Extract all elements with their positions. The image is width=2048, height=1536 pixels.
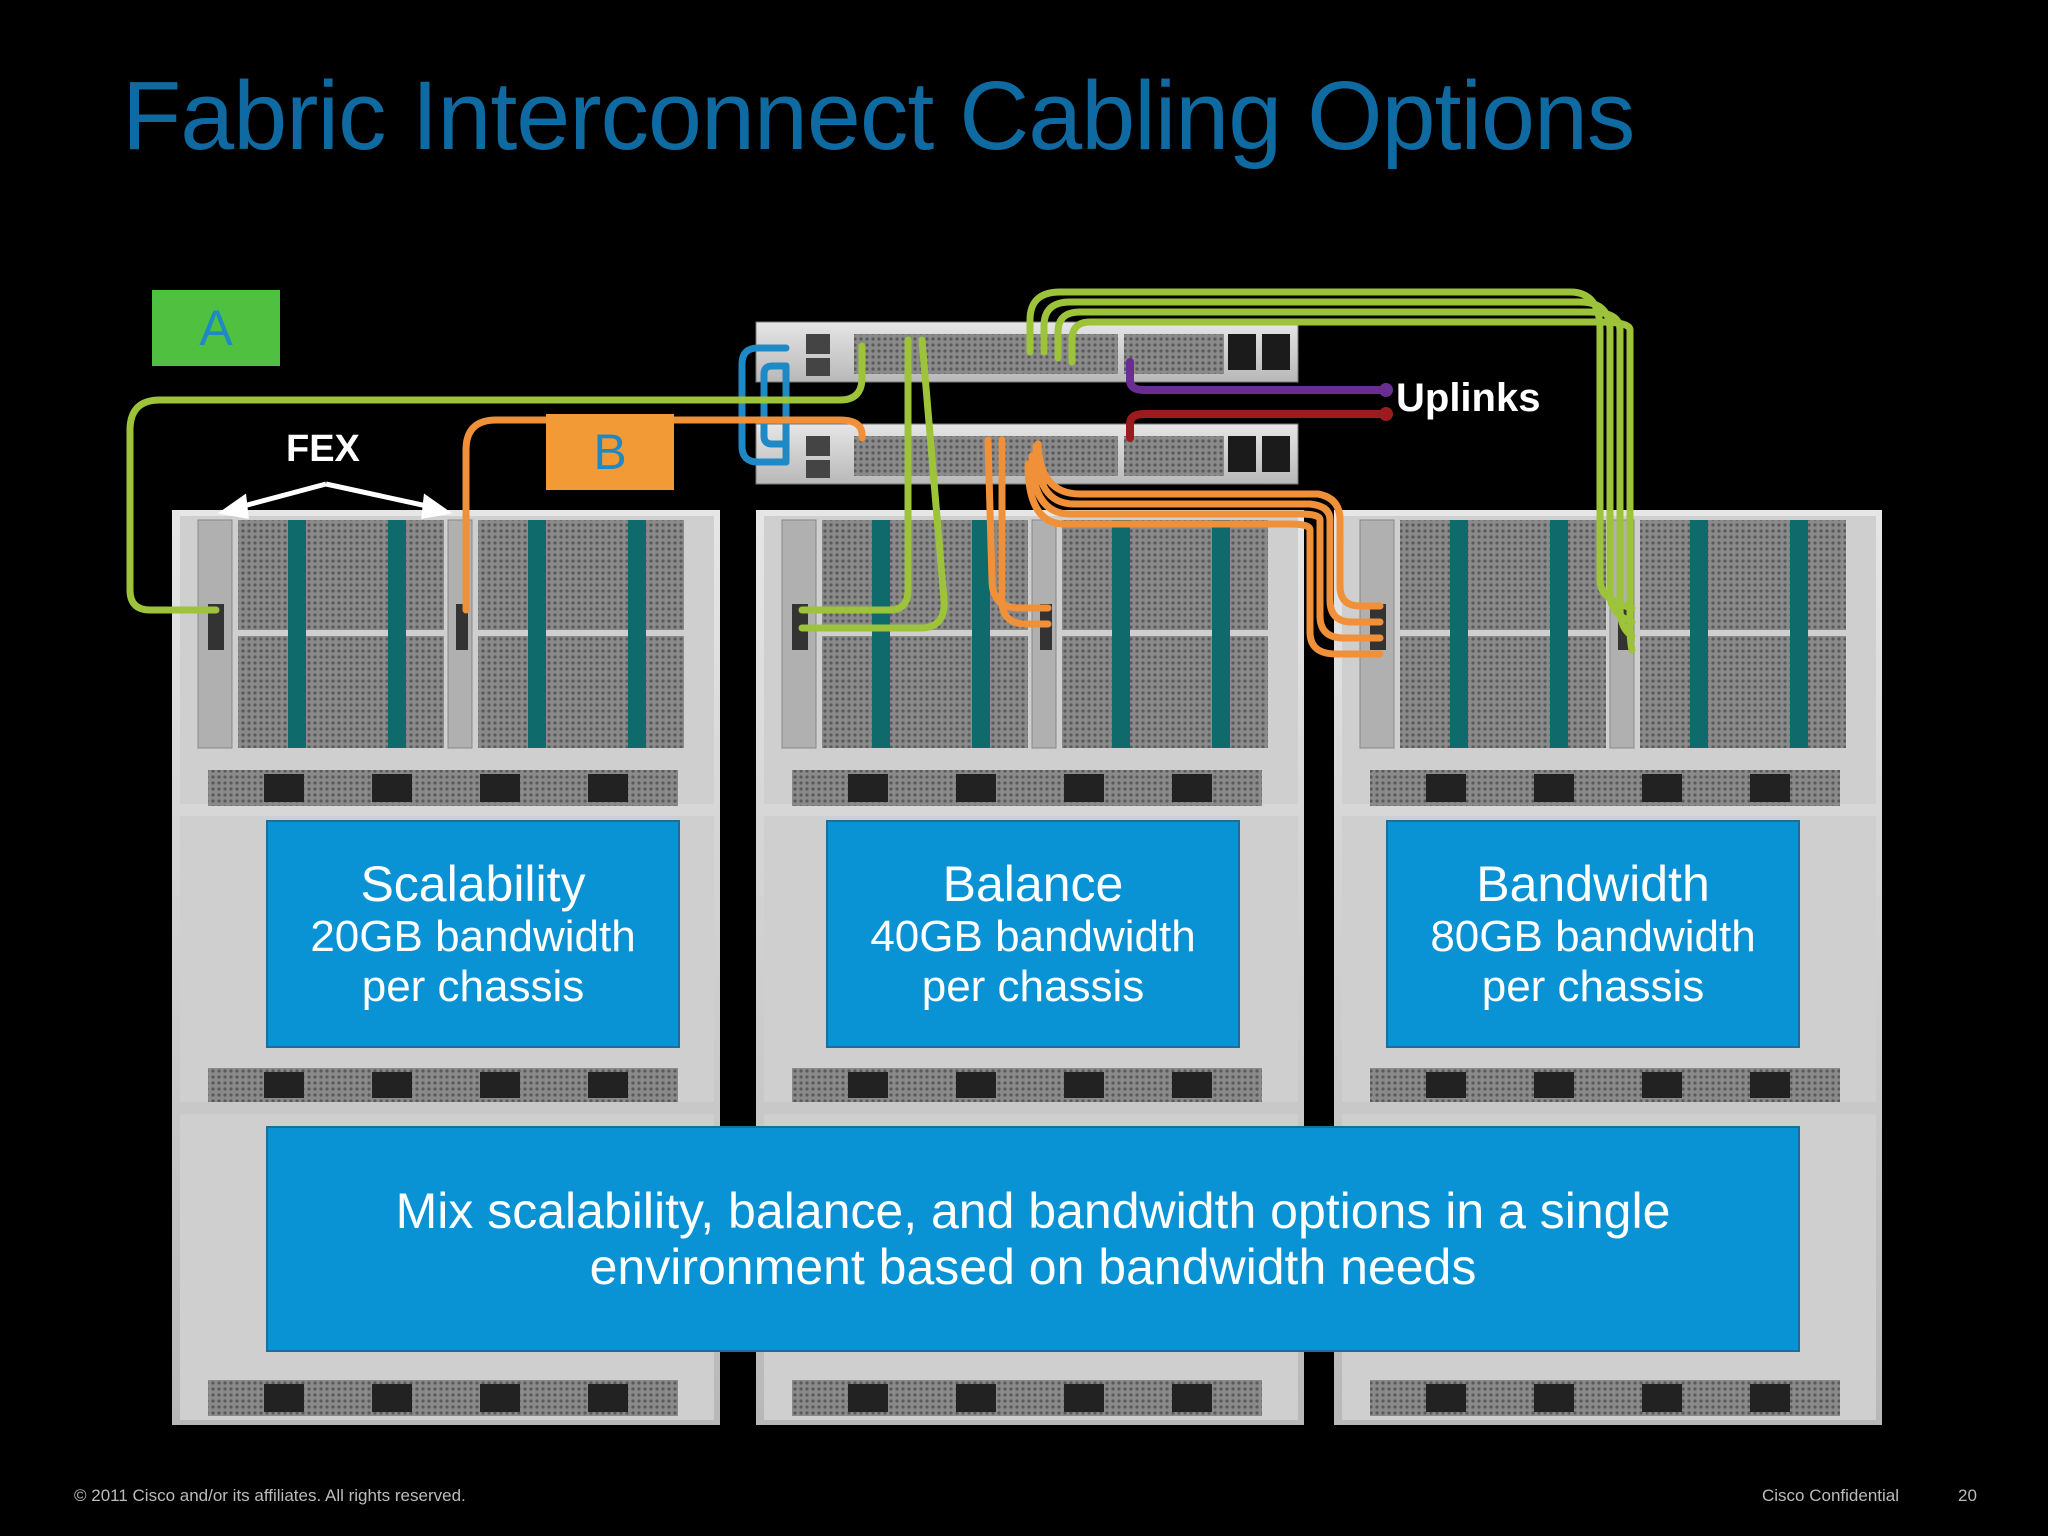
fabric-b-label: B [546, 414, 674, 490]
uplink-b-cable [1126, 410, 1390, 442]
uplink-a-connector [1379, 383, 1393, 397]
bandwidth-box: Bandwidth 80GB bandwidth per chassis [1386, 820, 1800, 1048]
page-number: 20 [1958, 1486, 1977, 1505]
page-title: Fabric Interconnect Cabling Options [122, 61, 1635, 170]
fabric-b-cables [462, 416, 1384, 658]
chassis-top [1342, 516, 1876, 806]
mix-line-2: environment based on bandwidth needs [589, 1239, 1477, 1295]
fex-label: FEX [286, 428, 360, 470]
uplinks-label: Uplinks [1396, 376, 1541, 420]
scalability-box: Scalability 20GB bandwidth per chassis [266, 820, 680, 1048]
interconnect-cables [738, 344, 790, 466]
option-unit: per chassis [1481, 962, 1705, 1011]
uplink-b-connector [1379, 407, 1393, 421]
mix-options-box: Mix scalability, balance, and bandwidth … [266, 1126, 1800, 1352]
option-bandwidth: 80GB bandwidth [1430, 912, 1756, 961]
balance-box: Balance 40GB bandwidth per chassis [826, 820, 1240, 1048]
option-heading: Balance [942, 856, 1124, 912]
option-bandwidth: 40GB bandwidth [870, 912, 1196, 961]
fabric-a-label: A [152, 290, 280, 366]
option-bandwidth: 20GB bandwidth [310, 912, 636, 961]
option-unit: per chassis [361, 962, 585, 1011]
mix-line-1: Mix scalability, balance, and bandwidth … [395, 1183, 1671, 1239]
fabric-a-cables [126, 288, 1636, 654]
copyright-text: © 2011 Cisco and/or its affiliates. All … [74, 1486, 466, 1505]
option-heading: Scalability [360, 856, 586, 912]
option-heading: Bandwidth [1476, 856, 1710, 912]
fex-arrows [217, 481, 453, 520]
chassis-top [180, 516, 714, 806]
option-unit: per chassis [921, 962, 1145, 1011]
uplink-a-cable [1126, 358, 1390, 394]
chassis-top [764, 516, 1298, 806]
confidential-label: Cisco Confidential [1762, 1486, 1900, 1505]
